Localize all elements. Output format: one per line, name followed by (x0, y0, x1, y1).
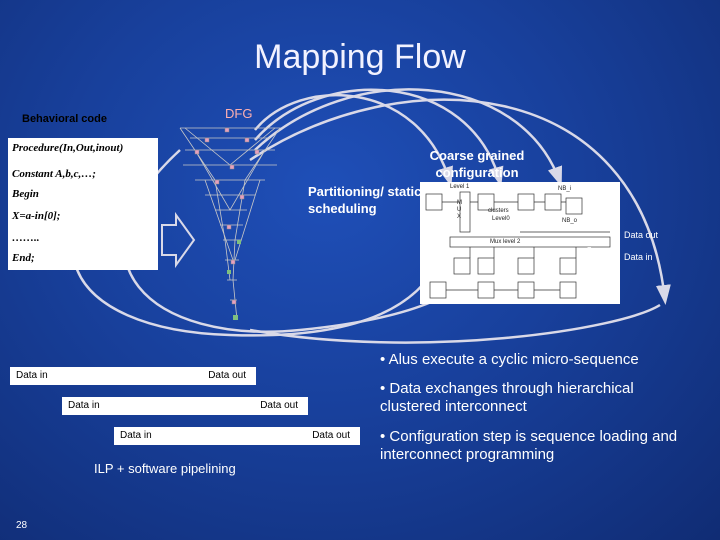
pipeline-bar-1: Data in Data out (10, 367, 256, 385)
pipeline-bar-2: Data in Data out (62, 397, 308, 415)
level1-label: Level 1 (450, 184, 469, 190)
pipeline-bar-3-out: Data out (312, 427, 350, 445)
dfg-graph (175, 120, 285, 325)
code-line: Begin (12, 188, 39, 200)
bullet-item: • Configuration step is sequence loading… (380, 428, 700, 464)
mux-level2-label: Mux level 2 (490, 239, 520, 245)
pipeline-bar-3: Data in Data out (114, 427, 360, 445)
code-box: Procedure(In,Out,inout) Constant A,b,c,…… (8, 138, 158, 270)
mux-label: M U X (457, 200, 465, 221)
pipeline-bar-2-out: Data out (260, 397, 298, 415)
pipeline-bar-3-in: Data in (120, 427, 152, 445)
bullet-item: • Data exchanges through hierarchical cl… (380, 380, 680, 416)
bullet-text: Alus execute a cyclic micro-sequence (389, 351, 639, 368)
pipeline-bar-1-in: Data in (16, 367, 48, 385)
coarse-grained-label: Coarse grained configuration (422, 147, 532, 181)
bullet-item: • Alus execute a cyclic micro-sequence (380, 351, 680, 369)
bullet-text: Data exchanges through hierarchical clus… (380, 380, 634, 415)
clusters-label: clusters (488, 208, 509, 214)
code-line: …….. (12, 232, 40, 244)
dfg-label: DFG (225, 106, 252, 121)
pipeline-bar-2-in: Data in (68, 397, 100, 415)
nb-i-label: NB_i (558, 186, 571, 192)
bullet-text: Configuration step is sequence loading a… (380, 428, 677, 463)
partitioning-label: Partitioning/ static scheduling (308, 183, 423, 217)
code-line: End; (12, 252, 35, 264)
code-line: X=a-in[0]; (12, 210, 60, 222)
n2-o-label: N2_o (580, 250, 594, 256)
code-line: Constant A,b,c,…; (12, 168, 96, 180)
n2-i-label: N2_i (580, 242, 592, 248)
pipeline-caption: ILP + software pipelining (94, 461, 236, 476)
data-in-label: Data in (624, 252, 653, 262)
code-line: Procedure(In,Out,inout) (12, 142, 123, 154)
pipeline-bar-1-out: Data out (208, 367, 246, 385)
behavioral-code-label: Behavioral code (22, 113, 107, 125)
data-out-label: Data out (624, 230, 658, 240)
nb-o-label: NB_o (562, 218, 577, 224)
page-number: 28 (16, 520, 27, 531)
slide-title: Mapping Flow (0, 38, 720, 77)
level0-label: Level0 (492, 216, 510, 222)
bottom-arc-arrow (250, 305, 660, 343)
